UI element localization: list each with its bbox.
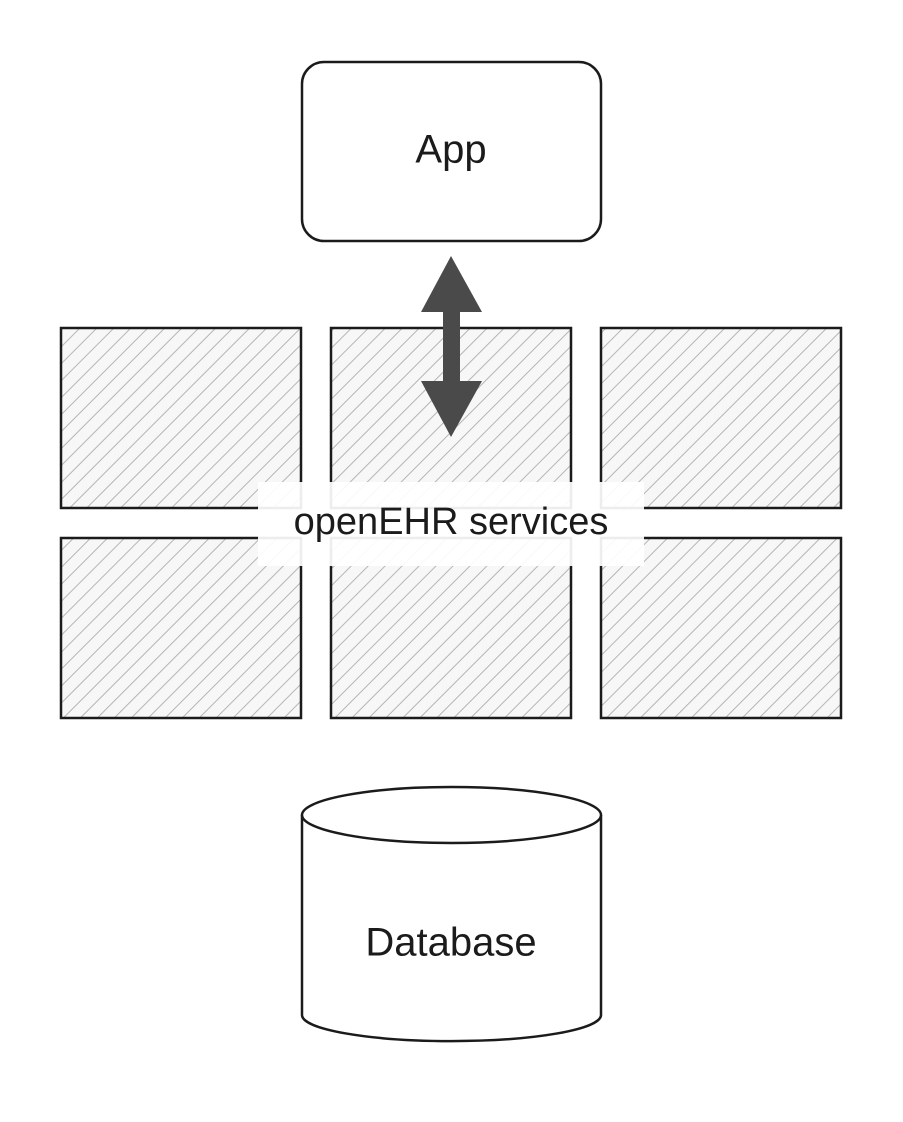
app-node: App (300, 60, 603, 243)
app-box (300, 60, 603, 243)
service-tile (329, 536, 573, 720)
services-grid: openEHR services (59, 326, 843, 720)
service-tile (59, 536, 303, 720)
services-label: openEHR services (294, 501, 609, 543)
service-tile (599, 326, 843, 510)
service-tile (59, 326, 303, 510)
service-tile (599, 536, 843, 720)
bidirectional-arrow (421, 256, 482, 437)
app-label: App (415, 128, 486, 172)
database-body (300, 815, 603, 1043)
database-top (300, 785, 603, 845)
database-label: Database (365, 921, 536, 965)
database-node: Database (300, 785, 603, 1043)
arrow-shaft (443, 308, 460, 386)
services-label-backdrop (258, 482, 644, 566)
arrow-head-up (421, 256, 482, 312)
arrow-head-down (421, 381, 482, 437)
